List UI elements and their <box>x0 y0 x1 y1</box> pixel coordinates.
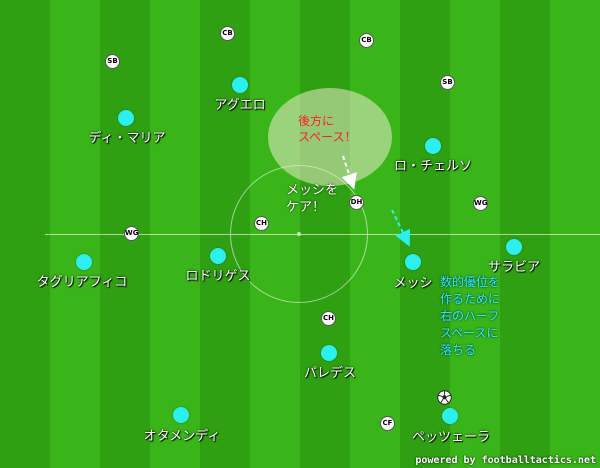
player-name-rodriguez: ロドリゲス <box>185 269 251 284</box>
player-marker-pezzella[interactable] <box>442 408 458 424</box>
opponent-marker-wg-right[interactable]: WG <box>473 196 488 211</box>
opponent-marker-wg-left[interactable]: WG <box>124 226 139 241</box>
opponent-marker-ch-bottom[interactable]: CH <box>321 311 336 326</box>
care-note-line-1: メッシを <box>286 183 339 198</box>
space-highlight-zone <box>268 88 392 186</box>
drop-note-line-1: 数的優位を <box>440 275 501 289</box>
player-marker-tagliafico[interactable] <box>76 254 92 270</box>
drop-note-line-5: 落ちる <box>440 343 477 357</box>
opponent-marker-dh[interactable]: DH <box>349 195 364 210</box>
space-behind-note: 後方に スペース！ <box>298 113 357 145</box>
messi-drop-arrow <box>391 209 410 247</box>
opponent-marker-cf[interactable]: CF <box>380 416 395 431</box>
player-name-paredes: パレデス <box>303 366 357 381</box>
opponent-marker-sb-left[interactable]: SB <box>105 54 120 69</box>
center-spot <box>297 232 301 236</box>
drop-into-space-note: 数的優位を 作るために 右のハーフ スペースに 落ちる <box>440 274 500 359</box>
player-name-lo-celso: ロ・チェルソ <box>393 159 473 174</box>
player-name-di-maria: ディ・マリア <box>88 131 166 146</box>
care-note-line-2: ケア！ <box>286 200 326 215</box>
opponent-marker-cb-left[interactable]: CB <box>220 26 235 41</box>
opponent-marker-ch-top[interactable]: CH <box>254 216 269 231</box>
player-marker-messi[interactable] <box>405 254 421 270</box>
credit-footer: powered by footballtactics.net <box>415 455 596 466</box>
player-name-aguero: アグエロ <box>214 98 266 113</box>
player-name-pezzella: ペッツェーラ <box>411 430 491 445</box>
soccer-ball-icon <box>437 390 452 405</box>
drop-note-line-3: 右のハーフ <box>440 309 500 323</box>
player-marker-lo-celso[interactable] <box>425 138 441 154</box>
player-marker-di-maria[interactable] <box>118 110 134 126</box>
care-messi-note: メッシを ケア！ <box>286 182 338 216</box>
space-note-line-1: 後方に <box>298 114 335 128</box>
drop-note-line-2: 作るために <box>440 292 501 306</box>
player-marker-otamendi[interactable] <box>173 407 189 423</box>
opponent-marker-sb-right[interactable]: SB <box>440 75 455 90</box>
player-marker-aguero[interactable] <box>232 77 248 93</box>
player-marker-rodriguez[interactable] <box>210 248 226 264</box>
drop-note-line-4: スペースに <box>440 326 499 340</box>
player-name-tagliafico: タグリアフィコ <box>36 275 128 290</box>
player-marker-salvio[interactable] <box>506 239 522 255</box>
player-name-salvio: サラビア <box>487 260 541 275</box>
dh-press-arrow <box>341 155 357 190</box>
player-marker-paredes[interactable] <box>321 345 337 361</box>
opponent-marker-cb-right[interactable]: CB <box>359 33 374 48</box>
player-name-otamendi: オタメンディ <box>143 429 221 444</box>
player-name-messi: メッシ <box>393 276 433 291</box>
space-note-line-2: スペース！ <box>298 130 357 144</box>
